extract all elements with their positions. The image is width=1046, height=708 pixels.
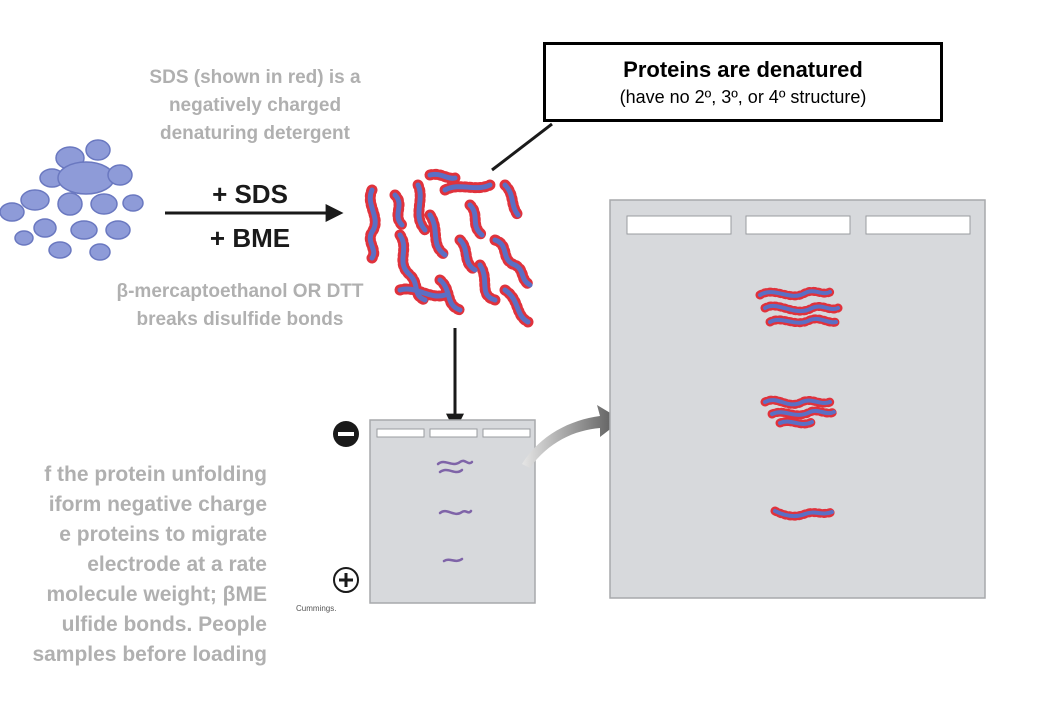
small-gel-band-3: [442, 557, 464, 563]
sds-note: SDS (shown in red) is a negatively charg…: [110, 64, 400, 148]
bme-note-line: β-mercaptoethanol OR DTT: [116, 281, 364, 302]
negative-electrode-icon: [333, 421, 359, 447]
sds-note-line: negatively charged: [168, 95, 342, 116]
description-line: e proteins to migrate: [59, 523, 267, 546]
small-gel-well-3: [482, 428, 531, 438]
denatured-protein-cluster: [364, 168, 536, 328]
large-gel-well-1: [626, 215, 732, 235]
callout-box: Proteins are denatured (have no 2º, 3º, …: [543, 42, 943, 122]
description-line: iform negative charge: [48, 493, 267, 516]
description-line: molecule weight; βME: [46, 583, 267, 606]
folded-protein-cluster: [0, 139, 144, 261]
small-gel-well-1: [376, 428, 425, 438]
description-line: f the protein unfolding: [44, 463, 267, 486]
small-gel-band-1: [436, 459, 474, 466]
description-line: ulfide bonds. People: [61, 613, 267, 636]
description-text: f the protein unfolding iform negative c…: [32, 460, 267, 670]
large-gel-well-2: [745, 215, 851, 235]
bme-note-line: breaks disulfide bonds: [136, 309, 344, 330]
description-line: samples before loading: [32, 643, 267, 666]
bme-reagent-label: + BME: [210, 223, 290, 253]
callout-subtitle: (have no 2º, 3º, or 4º structure): [619, 87, 867, 107]
small-gel-band-2: [438, 509, 473, 516]
sds-note-line: SDS (shown in red) is a: [149, 67, 361, 88]
sds-note-line: denaturing detergent: [159, 123, 350, 144]
bme-note: β-mercaptoethanol OR DTT breaks disulfid…: [70, 278, 410, 334]
large-gel: [609, 199, 986, 599]
description-line: electrode at a rate: [87, 553, 267, 576]
sds-reagent-label: + SDS: [212, 179, 288, 209]
positive-electrode-icon: [333, 567, 359, 593]
zoom-arrow: [522, 405, 622, 468]
image-credit: Cummings.: [296, 604, 337, 613]
callout-title: Proteins are denatured: [623, 57, 863, 82]
large-gel-well-3: [865, 215, 971, 235]
small-gel: [369, 419, 536, 604]
small-gel-well-2: [429, 428, 478, 438]
callout-pointer: [491, 122, 553, 172]
